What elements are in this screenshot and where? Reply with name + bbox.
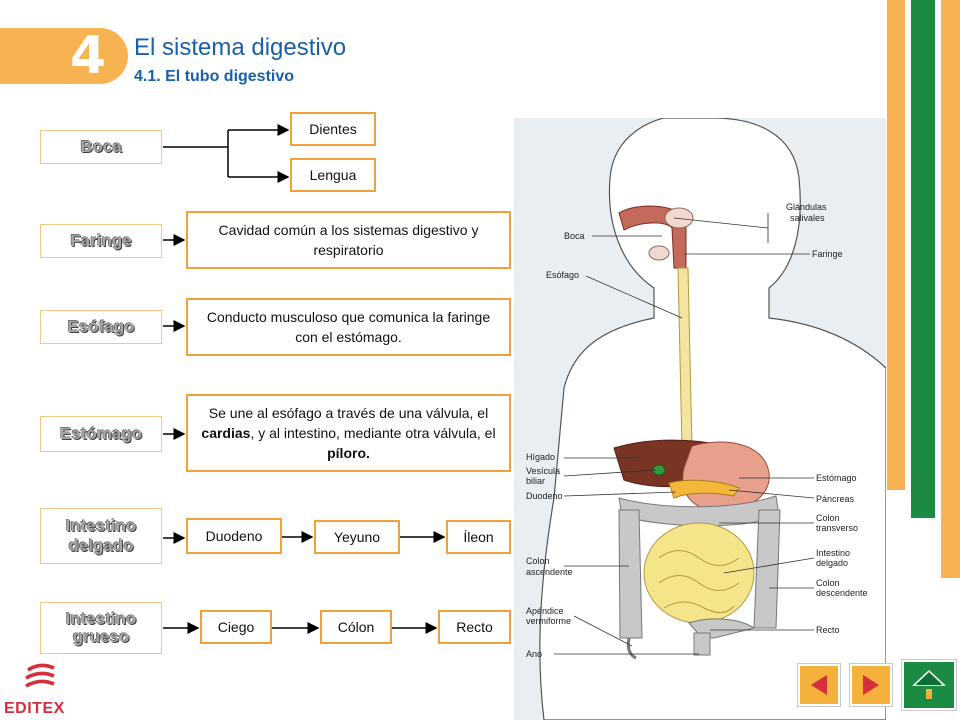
category-intestino-delgado: Intestino delgado [40,508,162,564]
category-boca: Boca [40,130,162,164]
prev-button[interactable] [797,663,841,707]
label-colon-descendente-1: Colon [816,578,840,588]
box-yeyuno: Yeyuno [314,520,400,554]
label-boca: Boca [564,231,585,241]
label-pancreas: Páncreas [816,494,855,504]
category-intestino-delgado-line2: delgado [68,536,134,555]
label-colon-ascendente-2: ascendente [526,567,573,577]
category-intestino-grueso: Intestino grueso [40,602,162,654]
box-dientes: Dientes [290,112,376,146]
chapter-number: 4 [70,26,107,86]
chapter-tab [0,28,128,84]
box-colon: Cólon [320,610,392,644]
category-intestino-delgado-line1: Intestino [65,516,137,535]
label-intestino-delgado-2: delgado [816,558,848,568]
decor-stripe-orange-right [941,0,960,578]
page-title: El sistema digestivo [134,34,347,61]
label-ano: Ano [526,649,542,659]
label-higado: Hígado [526,452,555,462]
box-estomago-desc: Se une al esófago a través de una válvul… [186,394,511,472]
category-faringe: Faringe [40,224,162,258]
box-esofago-desc: Conducto musculoso que comunica la farin… [186,298,511,356]
box-lengua: Lengua [290,158,376,192]
page-subtitle: 4.1. El tubo digestivo [134,68,295,85]
label-vesicula-2: biliar [526,476,545,486]
box-ileon: Íleon [446,520,511,554]
label-esofago: Esófago [546,270,579,280]
label-vesicula-1: Vesícula [526,466,560,476]
label-colon-ascendente-1: Colon [526,556,550,566]
category-estomago: Estómago [40,416,162,452]
estomago-desc-cardias: cardias [201,425,251,441]
arrow-right-icon [863,675,879,695]
label-colon-transverso-2: transverso [816,523,858,533]
box-recto: Recto [438,610,511,644]
label-recto: Recto [816,625,840,635]
decor-stripe-orange [887,0,905,490]
digestive-diagram: Glándulas salivales Boca Faringe Esófago… [526,117,887,721]
home-button[interactable] [901,659,957,711]
home-icon [912,669,946,699]
arrow-left-icon [811,675,827,695]
digestive-system-illustration: Glándulas salivales Boca Faringe Esófago… [514,117,887,721]
estomago-desc-text: Se une al esófago a través de una válvul… [194,403,503,463]
label-duodeno: Duodeno [526,491,563,501]
next-button[interactable] [849,663,893,707]
category-esofago: Esófago [40,310,162,344]
estomago-desc-piloro: píloro. [327,445,370,461]
editex-logo-text: EDITEX [4,700,65,717]
label-apendice-1: Apéndice [526,606,564,616]
label-apendice-2: vermiforme [526,616,571,626]
estomago-desc-part1: Se une al esófago a través de una válvul… [208,405,489,421]
category-intestino-grueso-line1: Intestino [65,609,137,628]
box-faringe-desc: Cavidad común a los sistemas digestivo y… [186,211,511,269]
editex-logo-icon [22,660,58,701]
label-glandulas-1: Glándulas [786,202,827,212]
decor-stripe-green [911,0,935,518]
label-colon-transverso-1: Colon [816,513,840,523]
category-intestino-grueso-line2: grueso [72,627,130,646]
label-colon-descendente-2: descendente [816,588,868,598]
label-faringe: Faringe [812,249,843,259]
label-intestino-delgado-1: Intestino [816,548,850,558]
estomago-desc-part2: , y al intestino, mediante otra válvula,… [250,425,496,441]
label-estomago: Estómago [816,473,857,483]
label-glandulas-2: salivales [790,213,825,223]
box-duodeno: Duodeno [186,518,282,554]
box-ciego: Ciego [200,610,272,644]
